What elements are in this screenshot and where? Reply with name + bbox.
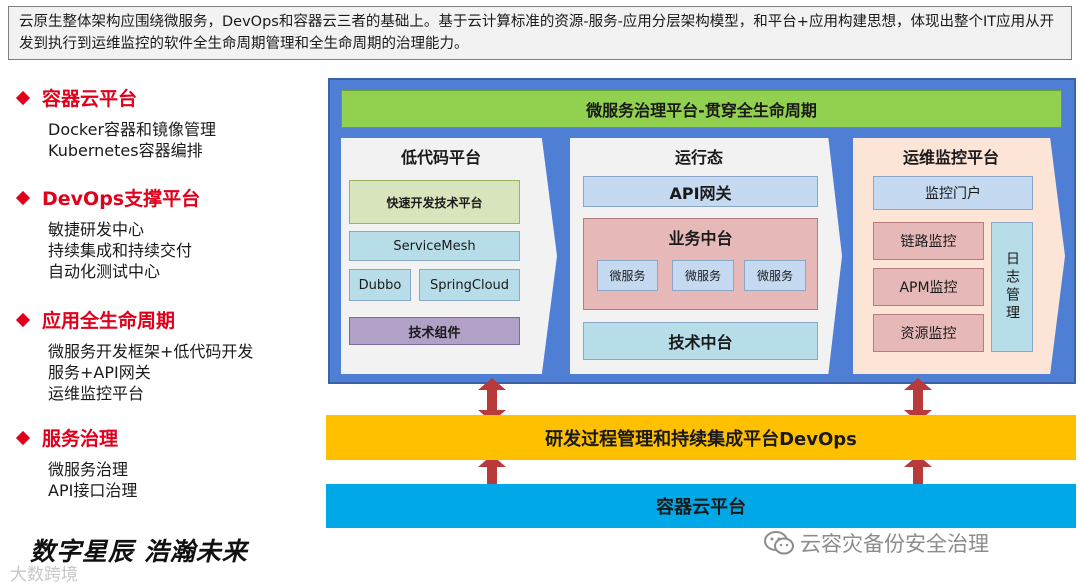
diamond-bullet-icon bbox=[15, 430, 31, 445]
trace-monitor-box: 链路监控 bbox=[873, 222, 984, 260]
section-container-cloud: 容器云平台 Docker容器和镜像管理 Kubernetes容器编排 bbox=[14, 84, 314, 161]
tech-center-box: 技术中台 bbox=[583, 322, 818, 360]
springcloud-box: SpringCloud bbox=[419, 269, 520, 301]
double-arrow-icon bbox=[478, 378, 506, 422]
section-item: Kubernetes容器编排 bbox=[48, 141, 203, 160]
wechat-watermark: 云容灾备份安全治理 bbox=[764, 528, 989, 558]
servicemesh-box: ServiceMesh bbox=[349, 231, 520, 261]
slogan-text: 数字星辰 浩瀚未来 bbox=[30, 537, 248, 566]
microservice-governance-label: 微服务治理平台-贯穿全生命周期 bbox=[586, 101, 817, 120]
runtime-title: 运行态 bbox=[674, 148, 723, 167]
section-item: Docker容器和镜像管理 bbox=[48, 120, 217, 139]
ops-title: 运维监控平台 bbox=[902, 148, 999, 167]
apm-monitor-box: APM监控 bbox=[873, 268, 984, 306]
wechat-account-name: 云容灾备份安全治理 bbox=[800, 532, 989, 556]
monitor-portal-box: 监控门户 bbox=[873, 176, 1033, 210]
intro-text-box: 云原生整体架构应围绕微服务，DevOps和容器云三者的基础上。基于云计算标准的资… bbox=[8, 6, 1072, 60]
microservice-box: 微服务 bbox=[744, 260, 806, 291]
log-management-box: 日志管理 bbox=[991, 222, 1033, 352]
section-item: API接口治理 bbox=[48, 481, 138, 500]
section-item: 自动化测试中心 bbox=[48, 262, 161, 281]
container-cloud-label: 容器云平台 bbox=[656, 497, 746, 518]
api-gateway-box: API网关 bbox=[583, 176, 818, 207]
section-item: 敏捷研发中心 bbox=[48, 220, 145, 239]
section-title: 容器云平台 bbox=[42, 88, 138, 110]
section-container-devops: DevOps支撑平台 敏捷研发中心 持续集成和持续交付 自动化测试中心 bbox=[14, 184, 314, 282]
business-center-title: 业务中台 bbox=[668, 229, 733, 248]
section-item: 微服务开发框架+低代码开发 bbox=[48, 342, 254, 361]
double-arrow-icon bbox=[904, 378, 932, 422]
devops-platform-label: 研发过程管理和持续集成平台DevOps bbox=[545, 428, 857, 450]
resource-monitor-box: 资源监控 bbox=[873, 314, 984, 352]
microservice-box: 微服务 bbox=[672, 260, 734, 291]
microservice-box: 微服务 bbox=[597, 260, 658, 291]
microservice-governance-bar: 微服务治理平台-贯穿全生命周期 bbox=[341, 90, 1062, 128]
section-container-governance: 服务治理 微服务治理 API接口治理 bbox=[14, 424, 314, 501]
section-item: 服务+API网关 bbox=[48, 363, 151, 382]
container-cloud-bar: 容器云平台 bbox=[326, 484, 1076, 528]
diamond-bullet-icon bbox=[15, 190, 31, 205]
lowcode-title: 低代码平台 bbox=[400, 148, 481, 167]
dubbo-box: Dubbo bbox=[349, 269, 411, 301]
devops-platform-bar: 研发过程管理和持续集成平台DevOps bbox=[326, 415, 1076, 460]
section-title: 服务治理 bbox=[42, 428, 119, 450]
tech-components-box: 技术组件 bbox=[349, 317, 520, 345]
diamond-bullet-icon bbox=[15, 90, 31, 105]
section-item: 持续集成和持续交付 bbox=[48, 241, 193, 260]
section-title: DevOps支撑平台 bbox=[42, 188, 201, 210]
section-item: 运维监控平台 bbox=[48, 384, 145, 403]
wechat-icon bbox=[764, 531, 794, 555]
section-item: 微服务治理 bbox=[48, 460, 129, 479]
diamond-bullet-icon bbox=[15, 312, 31, 327]
section-title: 应用全生命周期 bbox=[42, 310, 176, 332]
left-watermark: 大数跨境 bbox=[10, 565, 78, 585]
section-container-lifecycle: 应用全生命周期 微服务开发框架+低代码开发 服务+API网关 运维监控平台 bbox=[14, 306, 314, 404]
fast-dev-platform-box: 快速开发技术平台 bbox=[349, 180, 520, 224]
intro-text: 云原生整体架构应围绕微服务，DevOps和容器云三者的基础上。基于云计算标准的资… bbox=[19, 14, 1055, 52]
